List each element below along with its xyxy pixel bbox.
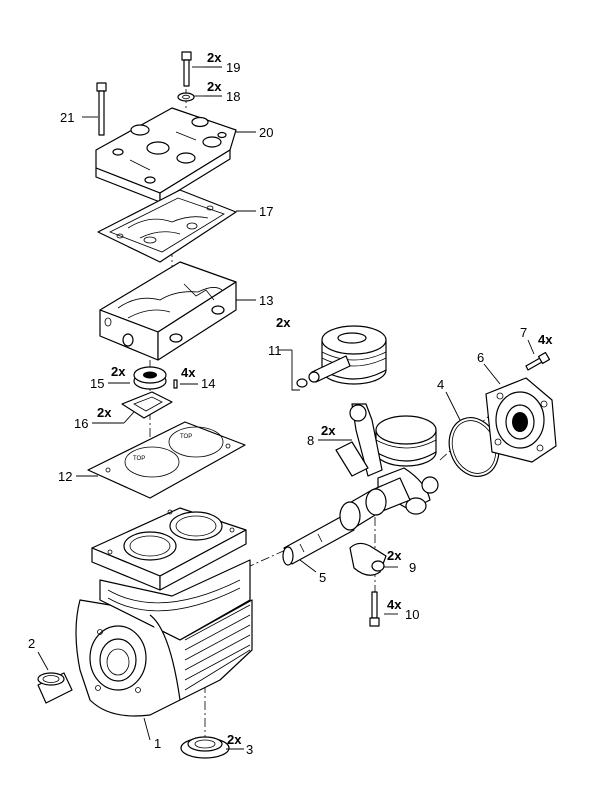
piston-part-11 <box>296 325 387 388</box>
bolt-part-21 <box>96 82 107 136</box>
callout-1: 1 <box>154 736 161 751</box>
pin-part-14 <box>173 379 178 389</box>
callout-17: 17 <box>259 204 273 219</box>
bushing-part-2 <box>37 672 73 704</box>
washer-part-18 <box>177 92 195 102</box>
callout-16-qty: 2x <box>97 405 112 420</box>
callout-16: 16 <box>74 416 88 431</box>
callout-6: 6 <box>477 350 484 365</box>
callout-11-qty: 2x <box>276 315 291 330</box>
callout-3: 3 <box>246 742 253 757</box>
gasket-part-16 <box>121 391 173 419</box>
callout-4: 4 <box>437 377 444 392</box>
end-cover-part-6 <box>485 377 557 463</box>
callout-13: 13 <box>259 293 273 308</box>
callout-15: 15 <box>90 376 104 391</box>
callout-labels: 2x 19 2x 18 21 20 17 13 2x 15 4x 14 2x 1… <box>28 50 553 757</box>
crankcase-part-1 <box>75 507 253 717</box>
callout-9: 9 <box>409 560 416 575</box>
callout-11: 11 <box>268 343 282 358</box>
callout-15-qty: 2x <box>111 364 126 379</box>
bolt-part-19 <box>181 51 192 87</box>
callout-10-qty: 4x <box>387 597 402 612</box>
callout-18-qty: 2x <box>207 79 222 94</box>
gasket-mark-1: TOP <box>133 456 145 462</box>
gasket-part-12: TOP TOP <box>87 421 246 499</box>
callout-7: 7 <box>520 325 527 340</box>
valve-plate-part-13 <box>99 261 237 361</box>
gasket-part-17 <box>97 189 237 263</box>
leader-lines <box>37 66 535 750</box>
screw-part-7 <box>525 351 551 371</box>
callout-8-qty: 2x <box>321 423 336 438</box>
callout-19: 19 <box>226 60 240 75</box>
callout-18: 18 <box>226 89 240 104</box>
callout-21: 21 <box>60 110 74 125</box>
callout-7-qty: 4x <box>538 332 553 347</box>
callout-14-qty: 4x <box>181 365 196 380</box>
o-ring-part-4 <box>448 417 500 477</box>
bolt-part-10 <box>369 591 380 627</box>
callout-8: 8 <box>307 433 314 448</box>
callout-19-qty: 2x <box>207 50 222 65</box>
bearing-part-15 <box>133 366 167 390</box>
callout-5: 5 <box>319 570 326 585</box>
callout-14: 14 <box>201 376 215 391</box>
callout-10: 10 <box>405 607 419 622</box>
callout-9-qty: 2x <box>387 548 402 563</box>
plug-part-3 <box>180 736 230 759</box>
callout-12: 12 <box>58 469 72 484</box>
gasket-mark-2: TOP <box>180 434 192 440</box>
cylinder-head-cover-part-20 <box>95 107 237 203</box>
callout-3-qty: 2x <box>227 732 242 747</box>
callout-20: 20 <box>259 125 273 140</box>
crankshaft-part-5 <box>282 477 411 566</box>
callout-2: 2 <box>28 636 35 651</box>
bearing-cap-part-9 <box>349 542 387 576</box>
